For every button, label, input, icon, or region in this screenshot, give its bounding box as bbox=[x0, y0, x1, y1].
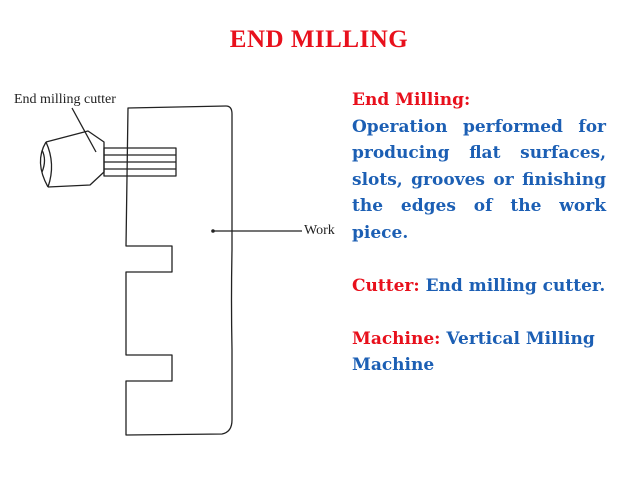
machine-heading: Machine: bbox=[352, 328, 441, 349]
cutter-heading: Cutter: bbox=[352, 275, 420, 296]
description-panel: End Milling: Operation performed for pro… bbox=[352, 87, 606, 379]
description-heading: End Milling: bbox=[352, 90, 471, 110]
work-label: Work bbox=[304, 223, 335, 238]
machine-line: Machine: Vertical Milling Machine bbox=[352, 326, 606, 379]
cutter-value: End milling cutter. bbox=[425, 275, 606, 296]
cutter-label: End milling cutter bbox=[14, 92, 116, 107]
cutter-shank bbox=[45, 130, 105, 188]
work-leader-dot bbox=[211, 229, 215, 233]
workpiece-outline bbox=[125, 105, 233, 436]
cutter-line: Cutter: End milling cutter. bbox=[352, 273, 606, 300]
cutter-leader bbox=[71, 107, 97, 153]
cutter-shank-end bbox=[39, 141, 49, 188]
page-title: END MILLING bbox=[229, 26, 409, 53]
description-text: Operation performed for producing flat s… bbox=[352, 116, 606, 243]
machine-value: Vertical Milling Machine bbox=[352, 328, 595, 376]
